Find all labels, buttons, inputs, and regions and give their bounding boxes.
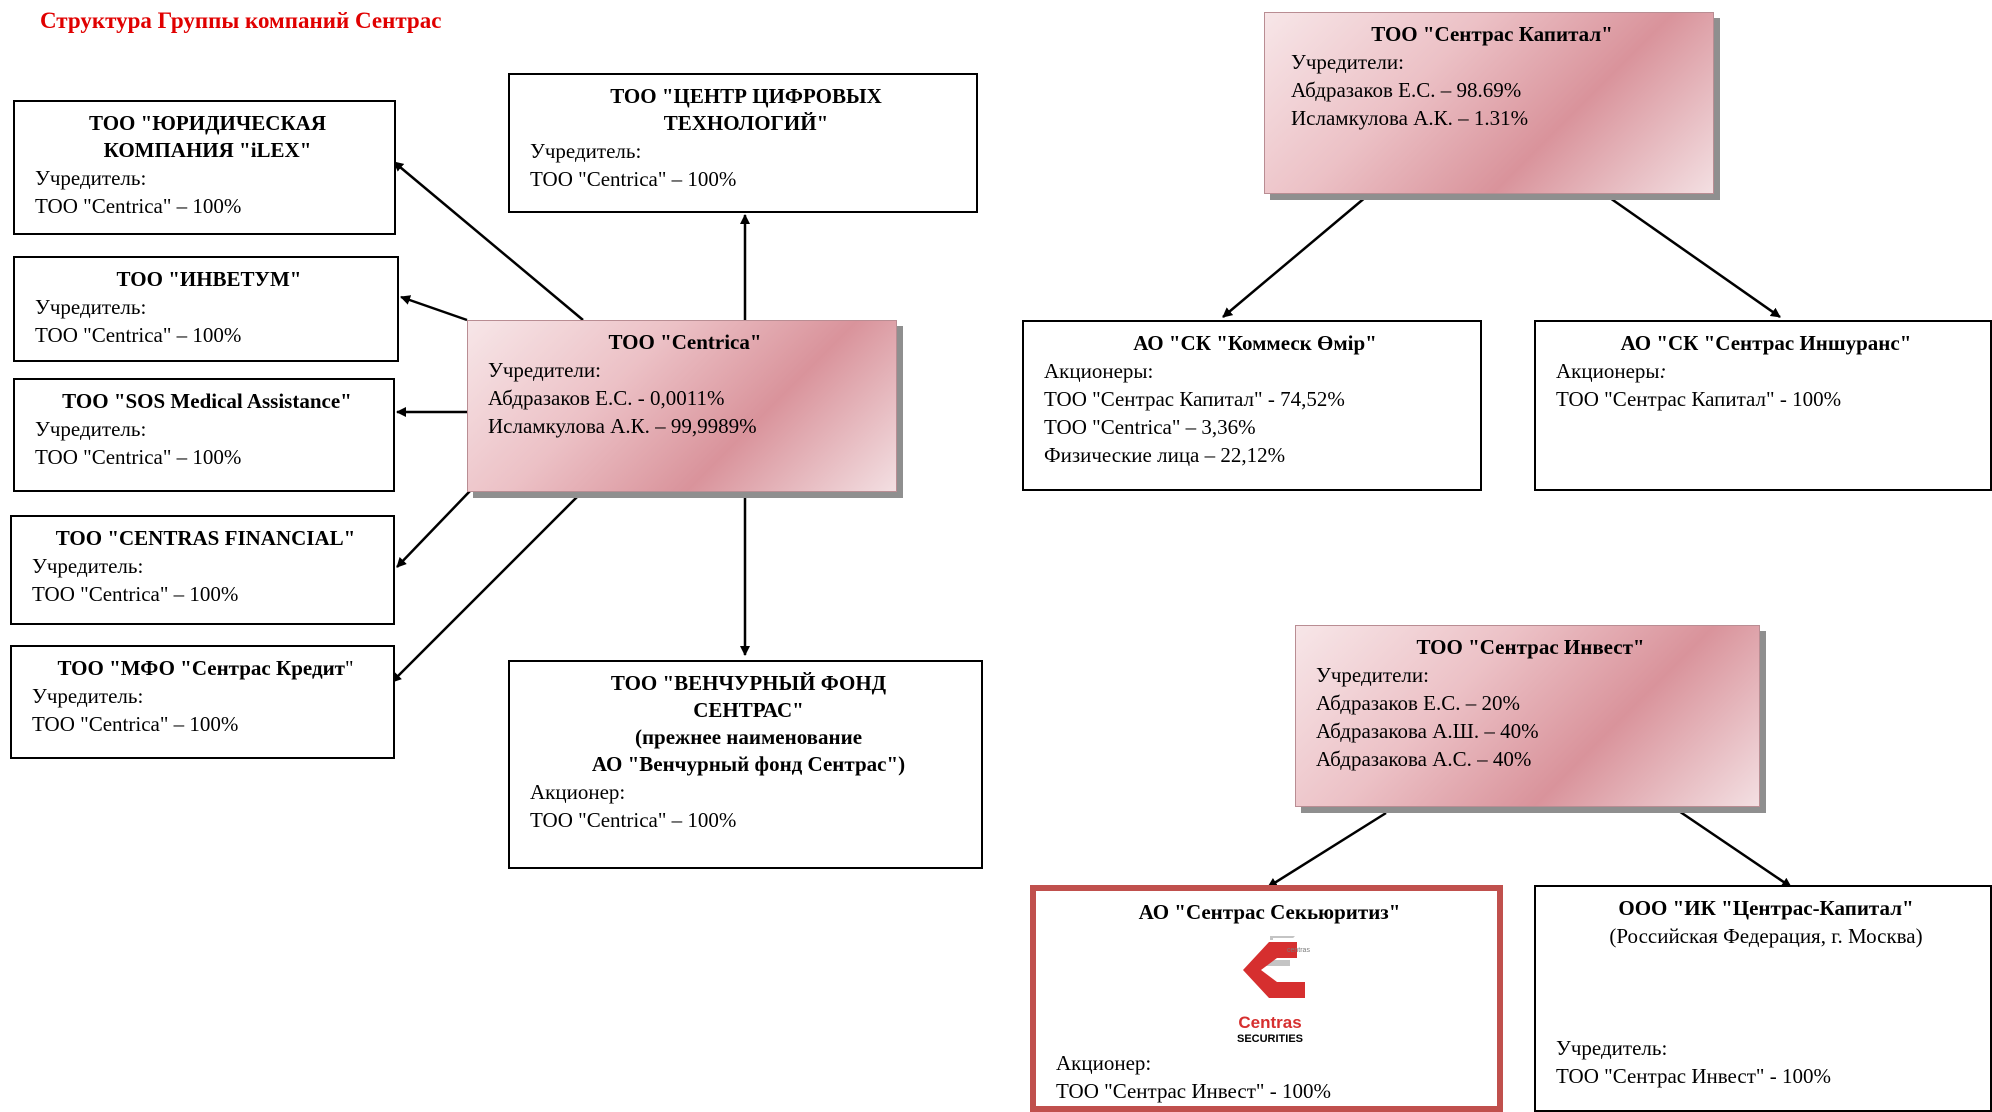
capital-owner-1: Абдразаков Е.С. – 98.69% xyxy=(1291,78,1522,102)
invest-owner-2: Абдразакова А.Ш. – 40% xyxy=(1316,719,1539,743)
securities-owner: ТОО "Сентрас Инвест" - 100% xyxy=(1056,1079,1331,1103)
ik-label: Учредитель: xyxy=(1556,1036,1668,1060)
financial-owner: ТОО "Centrica" – 100% xyxy=(32,582,239,606)
ik-title: ООО "ИК "Центрас-Капитал" xyxy=(1618,896,1914,920)
capital-title: ТОО "Сентрас Капитал" xyxy=(1371,22,1613,46)
venture-owner: ТОО "Centrica" – 100% xyxy=(530,808,737,832)
iles-title-1: ТОО "ЮРИДИЧЕСКАЯ xyxy=(88,111,327,135)
mfo-title-quote: " xyxy=(344,656,354,680)
financial-title: ТОО "CENTRAS FINANCIAL" xyxy=(55,526,356,550)
insurance-label: Акционеры xyxy=(1556,359,1660,383)
arrow-capital-to-insurance xyxy=(1599,189,1781,319)
centrica-owner-2: Исламкулова А.К. – 99,9989% xyxy=(488,414,757,438)
venture-title-4: АО "Венчурный фонд Сентрас") xyxy=(591,752,906,776)
centrica-box: ТОО "Centrica" Учредители: Абдразаков Е.… xyxy=(467,320,897,492)
logo-word-securities: SECURITIES xyxy=(1236,1033,1302,1045)
digital-title-1: ТОО "ЦЕНТР ЦИФРОВЫХ xyxy=(610,84,882,108)
mfo-title: ТОО "МФО "Сентрас Кредит" xyxy=(32,655,379,682)
kommesk-title: АО "СК "Коммеск Өмір" xyxy=(1133,331,1377,355)
insurance-title: АО "СК "Сентрас Иншуранс" xyxy=(1620,331,1912,355)
kommesk-owner-3: Физические лица – 22,12% xyxy=(1044,443,1286,467)
securities-label: Акционер: xyxy=(1056,1051,1152,1075)
ik-box: ООО "ИК "Центрас-Капитал" (Российская Фе… xyxy=(1534,885,1992,1112)
insurance-label-line: Акционеры: xyxy=(1556,357,1976,385)
page-title: Структура Группы компаний Сентрас xyxy=(40,8,442,33)
iles-owner: ТОО "Centrica" – 100% xyxy=(35,194,242,218)
securities-box: АО "Сентрас Секьюритиз" centras Centras … xyxy=(1030,885,1503,1112)
digital-label: Учредитель: xyxy=(530,139,642,163)
invest-title: ТОО "Сентрас Инвест" xyxy=(1416,635,1645,659)
mfo-owner: ТОО "Centrica" – 100% xyxy=(32,712,239,736)
invetum-owner: ТОО "Centrica" – 100% xyxy=(35,323,242,347)
arrow-invest-to-securities xyxy=(1267,811,1387,889)
arrow-centrica-to-mfo xyxy=(391,490,584,683)
capital-box: ТОО "Сентрас Капитал" Учредители: Абдраз… xyxy=(1264,12,1714,194)
centras-securities-logo: centras Centras SECURITIES xyxy=(1224,930,1315,1045)
invetum-label: Учредитель: xyxy=(35,295,147,319)
logo-word-centras: Centras xyxy=(1238,1013,1301,1032)
arrow-centrica-to-financial xyxy=(396,490,471,568)
kommesk-box: АО "СК "Коммеск Өмір" Акционеры: ТОО "Се… xyxy=(1022,320,1482,491)
invest-owner-3: Абдразакова А.С. – 40% xyxy=(1316,747,1532,771)
venture-title-2: СЕНТРАС" xyxy=(693,698,804,722)
capital-owner-2: Исламкулова А.К. – 1.31% xyxy=(1291,106,1529,130)
arrow-capital-to-kommesk xyxy=(1222,190,1374,318)
invetum-title: ТОО "ИНВЕТУМ" xyxy=(116,267,302,291)
centrica-owners-label: Учредители: xyxy=(488,358,601,382)
insurance-owner: ТОО "Сентрас Капитал" - 100% xyxy=(1556,387,1842,411)
kommesk-label: Акционеры: xyxy=(1044,359,1154,383)
venture-title-1: ТОО "ВЕНЧУРНЫЙ ФОНД xyxy=(610,671,887,695)
centrica-owner-1: Абдразаков Е.С. - 0,0011% xyxy=(488,386,725,410)
digital-box: ТОО "ЦЕНТР ЦИФРОВЫХ ТЕХНОЛОГИЙ" Учредите… xyxy=(508,73,978,213)
sos-box: ТОО "SOS Medical Assistance" Учредитель:… xyxy=(13,378,395,492)
ik-subtitle: (Российская Федерация, г. Москва) xyxy=(1609,924,1923,948)
iles-box: ТОО "ЮРИДИЧЕСКАЯ КОМПАНИЯ "iLEX" Учредит… xyxy=(13,100,396,235)
sos-title: ТОО "SOS Medical Assistance" xyxy=(62,389,352,413)
digital-title-2: ТЕХНОЛОГИЙ" xyxy=(663,111,829,135)
securities-title: АО "Сентрас Секьюритиз" xyxy=(1138,900,1401,924)
venture-title-3: (прежнее наименование xyxy=(634,725,863,749)
capital-label: Учредители: xyxy=(1291,50,1404,74)
sos-label: Учредитель: xyxy=(35,417,147,441)
arrow-invest-to-ik xyxy=(1669,803,1792,889)
invetum-box: ТОО "ИНВЕТУМ" Учредитель: ТОО "Centrica"… xyxy=(13,256,399,362)
invest-box: ТОО "Сентрас Инвест" Учредители: Абдраза… xyxy=(1295,625,1760,807)
kommesk-owner-2: ТОО "Centrica" – 3,36% xyxy=(1044,415,1256,439)
logo-small-text: centras xyxy=(1287,947,1310,954)
iles-title-2: КОМПАНИЯ "iLEX" xyxy=(103,138,312,162)
sos-owner: ТОО "Centrica" – 100% xyxy=(35,445,242,469)
centrica-title: ТОО "Centrica" xyxy=(608,330,762,354)
invest-label: Учредители: xyxy=(1316,663,1429,687)
mfo-box: ТОО "МФО "Сентрас Кредит" Учредитель: ТО… xyxy=(10,645,395,759)
financial-label: Учредитель: xyxy=(32,554,144,578)
venture-box: ТОО "ВЕНЧУРНЫЙ ФОНД СЕНТРАС" (прежнее на… xyxy=(508,660,983,869)
mfo-label: Учредитель: xyxy=(32,684,144,708)
kommesk-owner-1: ТОО "Сентрас Капитал" - 74,52% xyxy=(1044,387,1345,411)
venture-label: Акционер: xyxy=(530,780,626,804)
insurance-label-colon: : xyxy=(1659,359,1667,383)
mfo-title-bold: ТОО "МФО "Сентрас Кредит xyxy=(57,656,345,680)
digital-owner: ТОО "Centrica" – 100% xyxy=(530,167,737,191)
insurance-box: АО "СК "Сентрас Иншуранс" Акционеры: ТОО… xyxy=(1534,320,1992,491)
invest-owner-1: Абдразаков Е.С. – 20% xyxy=(1316,691,1521,715)
iles-label: Учредитель: xyxy=(35,166,147,190)
ik-owner: ТОО "Сентрас Инвест" - 100% xyxy=(1556,1064,1831,1088)
arrow-centrica-to-invetum xyxy=(400,295,468,322)
financial-box: ТОО "CENTRAS FINANCIAL" Учредитель: ТОО … xyxy=(10,515,395,625)
